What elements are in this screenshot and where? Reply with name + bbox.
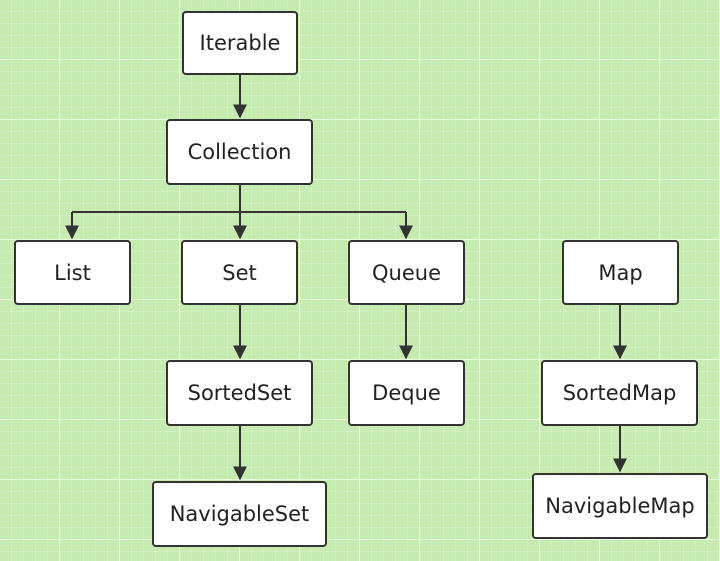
node-navigableset-label: NavigableSet <box>169 502 310 526</box>
node-collection: Collection <box>166 119 313 185</box>
node-navigablemap: NavigableMap <box>532 473 708 539</box>
node-queue-label: Queue <box>372 260 441 285</box>
node-navigablemap-label: NavigableMap <box>545 494 695 518</box>
node-sortedset-label: SortedSet <box>187 381 292 405</box>
node-iterable-label: Iterable <box>199 31 281 55</box>
node-list-label: List <box>54 260 91 285</box>
node-map: Map <box>562 240 679 305</box>
node-sortedmap: SortedMap <box>541 360 698 426</box>
node-queue: Queue <box>348 240 465 305</box>
node-navigableset: NavigableSet <box>152 481 327 547</box>
node-sortedset: SortedSet <box>166 360 313 426</box>
node-deque-label: Deque <box>372 381 441 405</box>
node-sortedmap-label: SortedMap <box>562 381 677 405</box>
node-map-label: Map <box>598 260 643 285</box>
node-iterable: Iterable <box>182 11 298 75</box>
node-set: Set <box>181 240 298 305</box>
node-list: List <box>14 240 131 305</box>
node-set-label: Set <box>222 260 257 285</box>
node-deque: Deque <box>348 360 465 426</box>
node-collection-label: Collection <box>187 140 292 164</box>
